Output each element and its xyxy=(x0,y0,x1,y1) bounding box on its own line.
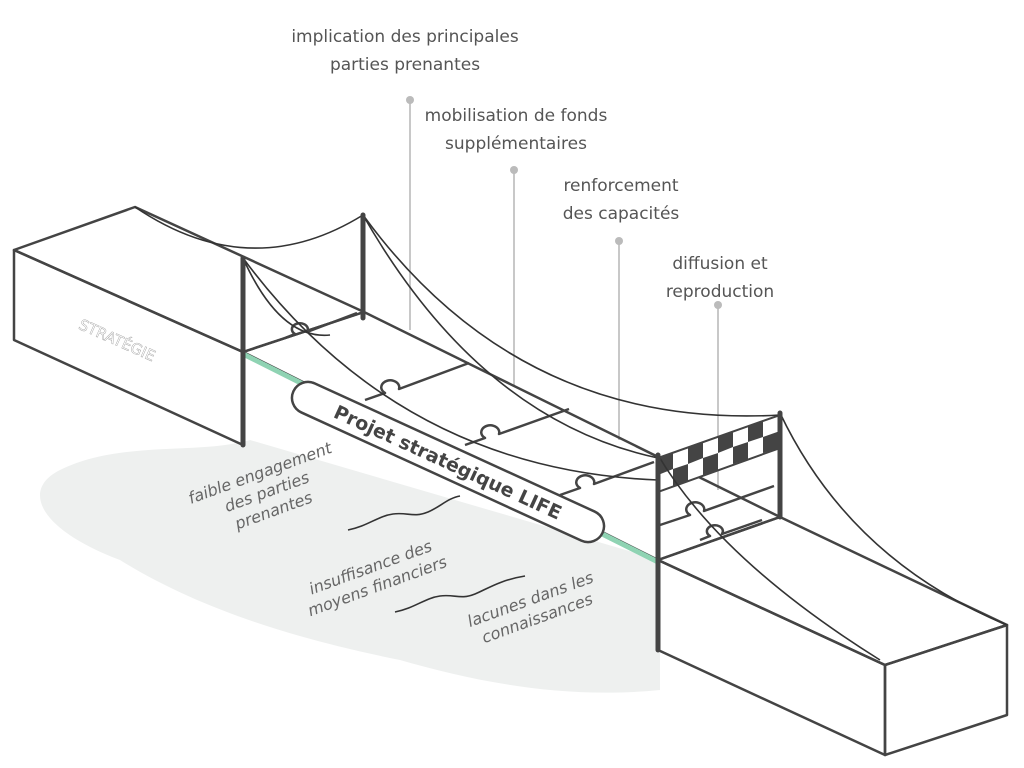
factor-text: mobilisation de fonds xyxy=(425,106,608,126)
factor-text: des capacités xyxy=(563,204,680,224)
success-factor-2: mobilisation de fonds supplémentaires xyxy=(425,106,608,154)
factor-text: diffusion et xyxy=(672,254,768,274)
success-factor-4: diffusion et reproduction xyxy=(666,254,774,302)
strategy-label: STRATÉGIE xyxy=(76,315,158,366)
implementation-label: MISE EN ŒUVRE xyxy=(708,617,836,688)
factor-text: implication des principales xyxy=(291,27,519,47)
factor-text: supplémentaires xyxy=(445,134,587,154)
bridge-poles xyxy=(240,212,783,653)
factor-text: renforcement xyxy=(563,176,678,196)
finish-banner xyxy=(657,413,781,494)
gap-shadow xyxy=(40,440,660,693)
obstacle-waves xyxy=(347,495,526,613)
factor-text: reproduction xyxy=(666,282,774,302)
implementation-block: MISE EN ŒUVRE xyxy=(656,515,1009,757)
factor-text: parties prenantes xyxy=(330,55,480,75)
success-factor-1: implication des principales parties pren… xyxy=(291,27,519,75)
success-factor-3: renforcement des capacités xyxy=(563,176,680,224)
bridge-cables xyxy=(134,206,1008,661)
